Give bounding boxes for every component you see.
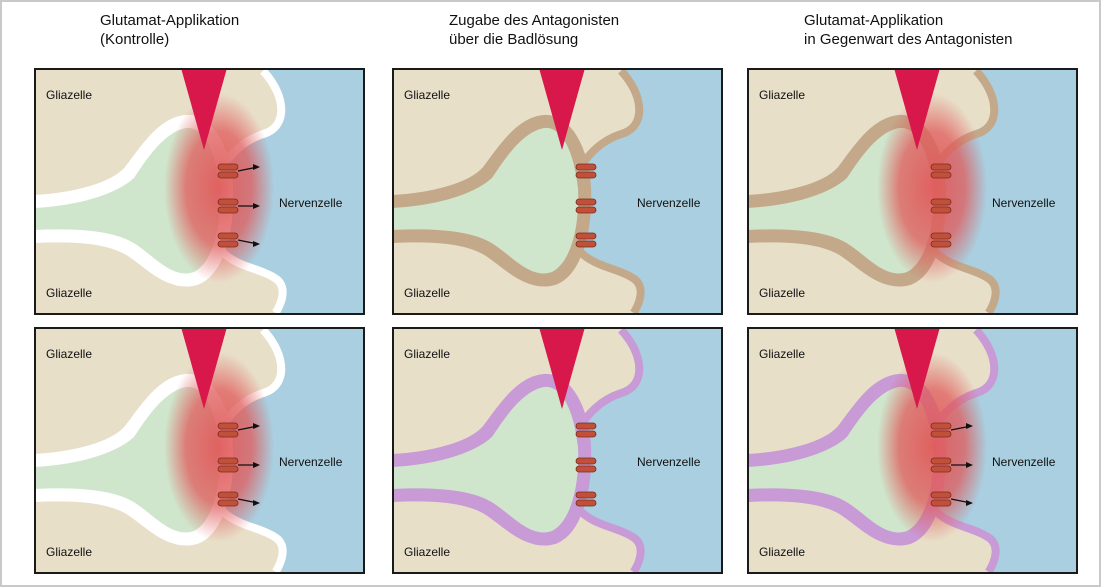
column-title-control: Glutamat-Applikation (Kontrolle) (100, 11, 239, 49)
label-neuron: Nervenzelle (279, 196, 342, 210)
glutamate-cloud (164, 352, 274, 542)
label-glia-top: Gliazelle (46, 347, 92, 361)
label-glia-top: Gliazelle (759, 347, 805, 361)
label-glia-bottom: Gliazelle (404, 545, 450, 559)
label-glia-bottom: Gliazelle (759, 545, 805, 559)
panel-diagram (747, 68, 1078, 315)
panel-diagram (34, 68, 365, 315)
panel-diagram (392, 68, 723, 315)
glutamate-cloud (877, 93, 987, 283)
label-neuron: Nervenzelle (637, 196, 700, 210)
label-glia-top: Gliazelle (404, 88, 450, 102)
column-title-glutamate-with-antagonist: Glutamat-Applikation in Gegenwart des An… (804, 11, 1012, 49)
label-neuron: Nervenzelle (992, 455, 1055, 469)
panel-diagram (392, 327, 723, 574)
label-neuron: Nervenzelle (637, 455, 700, 469)
glutamate-cloud (877, 352, 987, 542)
label-glia-bottom: Gliazelle (46, 286, 92, 300)
panel-diagram (34, 327, 365, 574)
label-neuron: Nervenzelle (279, 455, 342, 469)
label-glia-top: Gliazelle (759, 88, 805, 102)
label-glia-bottom: Gliazelle (404, 286, 450, 300)
label-glia-top: Gliazelle (404, 347, 450, 361)
label-glia-bottom: Gliazelle (46, 545, 92, 559)
label-glia-top: Gliazelle (46, 88, 92, 102)
column-title-antagonist-bath: Zugabe des Antagonisten über die Badlösu… (449, 11, 619, 49)
label-neuron: Nervenzelle (992, 196, 1055, 210)
panel-diagram (747, 327, 1078, 574)
label-glia-bottom: Gliazelle (759, 286, 805, 300)
glutamate-cloud (164, 93, 274, 283)
